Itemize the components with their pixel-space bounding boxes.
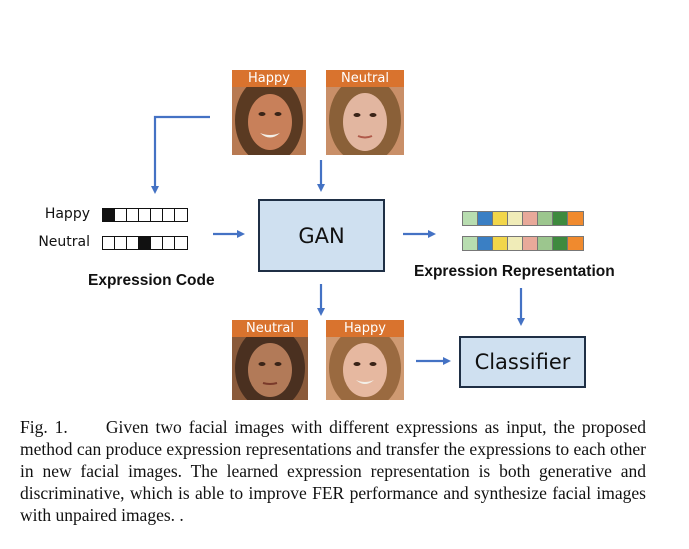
face-image-top-happy: Happy [232, 70, 306, 155]
code-cell [163, 209, 175, 221]
code-cell [127, 237, 139, 249]
face-image-top-neutral: Neutral [326, 70, 404, 155]
representation-cell [463, 212, 478, 225]
code-label-neutral: Neutral [38, 234, 90, 250]
face-image-bottom-neutral: Neutral [232, 320, 308, 400]
representation-cell [568, 237, 583, 250]
representation-vector-1 [462, 211, 584, 226]
representation-cell [523, 237, 538, 250]
code-row-happy [102, 208, 188, 222]
representation-vector-2 [462, 236, 584, 251]
code-cell [103, 237, 115, 249]
code-cell [103, 209, 115, 221]
face-label-bottom-right: Happy [326, 320, 404, 337]
representation-cell [478, 237, 493, 250]
code-row-neutral [102, 236, 188, 250]
face-portrait-icon [232, 70, 306, 155]
expression-representation-title: Expression Representation [414, 263, 615, 280]
code-label-happy: Happy [44, 206, 90, 222]
caption-figure-label: Fig. 1. [20, 417, 68, 437]
code-cell [115, 237, 127, 249]
code-cell [151, 237, 163, 249]
gan-box: GAN [258, 199, 385, 272]
caption-text: Given two facial images with different e… [20, 417, 646, 525]
representation-cell [508, 212, 523, 225]
code-cell [127, 209, 139, 221]
face-image-bottom-happy: Happy [326, 320, 404, 400]
representation-cell [523, 212, 538, 225]
representation-cell [478, 212, 493, 225]
representation-cell [553, 212, 568, 225]
representation-cell [493, 212, 508, 225]
elbow-arrow-code [151, 115, 210, 194]
code-cell [175, 237, 187, 249]
code-cell [163, 237, 175, 249]
representation-cell [463, 237, 478, 250]
representation-cell [538, 237, 553, 250]
code-cell [175, 209, 187, 221]
figure-caption: Fig. 1.Given two facial images with diff… [20, 416, 646, 526]
face-label-bottom-left: Neutral [232, 320, 308, 337]
representation-cell [493, 237, 508, 250]
code-cell [151, 209, 163, 221]
representation-cell [568, 212, 583, 225]
code-cell [139, 209, 151, 221]
expression-code-title: Expression Code [88, 272, 215, 289]
classifier-label: Classifier [474, 350, 571, 374]
code-cell [115, 209, 127, 221]
face-label-top-right: Neutral [326, 70, 404, 87]
face-label-top-left: Happy [232, 70, 306, 87]
code-cell [139, 237, 151, 249]
classifier-box: Classifier [459, 336, 586, 388]
representation-cell [553, 237, 568, 250]
gan-label: GAN [298, 223, 345, 248]
representation-cell [508, 237, 523, 250]
representation-cell [538, 212, 553, 225]
